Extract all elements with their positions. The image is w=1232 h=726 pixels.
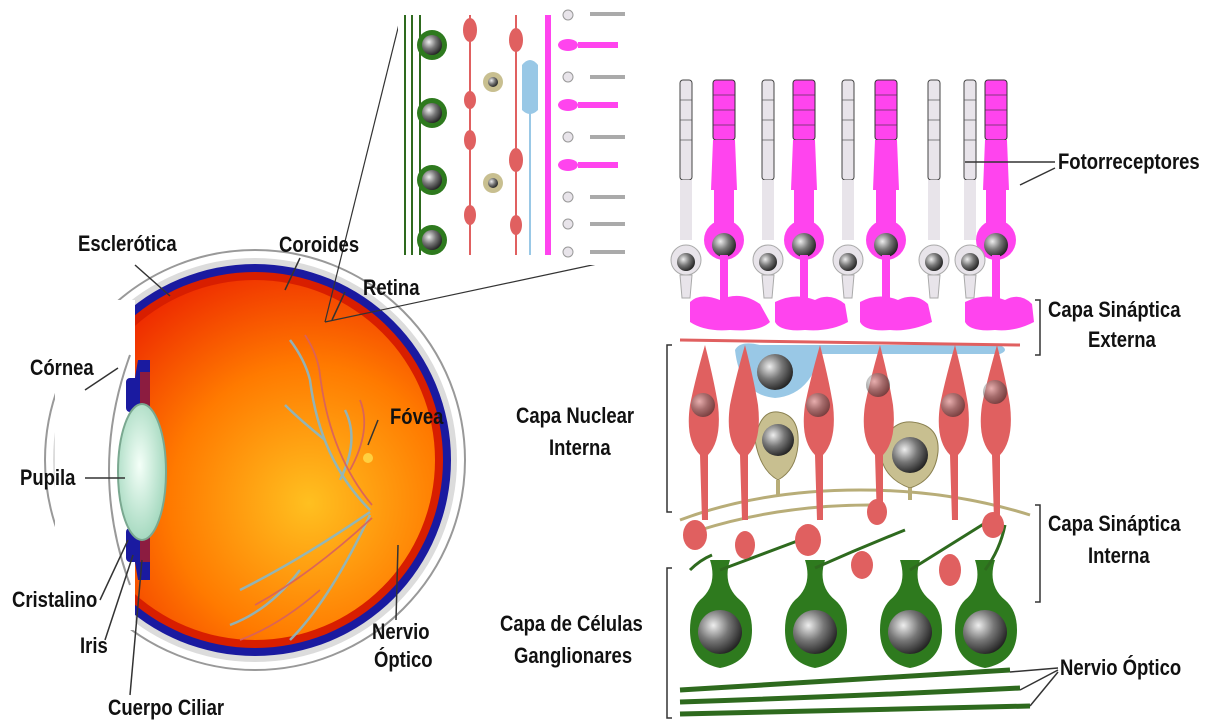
label-nervio-optico-retina: Nervio Óptico: [1060, 656, 1181, 680]
label-capa-nuclear-interna-2: Interna: [549, 436, 611, 460]
label-capa-sinaptica-externa-1: Capa Sináptica: [1048, 298, 1180, 322]
eyeball: [45, 250, 465, 670]
label-capa-sinaptica-externa-2: Externa: [1088, 328, 1156, 352]
lens-shape: [118, 404, 166, 540]
label-capa-ganglionares-1: Capa de Células: [500, 612, 643, 636]
label-coroides: Coroides: [279, 233, 359, 257]
label-capa-sinaptica-interna-2: Interna: [1088, 544, 1150, 568]
label-pupila: Pupila: [20, 466, 75, 490]
label-capa-nuclear-interna-1: Capa Nuclear: [516, 404, 634, 428]
retina-layers: [671, 80, 1034, 714]
label-retina: Retina: [363, 276, 419, 300]
retina-inset: [398, 10, 628, 265]
label-cristalino: Cristalino: [12, 588, 97, 612]
label-cuerpo-ciliar: Cuerpo Ciliar: [108, 696, 224, 720]
label-cornea: Córnea: [30, 356, 94, 380]
label-fotorreceptores: Fotorreceptores: [1058, 150, 1200, 174]
label-esclerotica: Esclerótica: [78, 232, 177, 256]
label-fovea: Fóvea: [390, 405, 443, 429]
label-nervio-optico-eye-2: Óptico: [374, 648, 433, 672]
label-capa-sinaptica-interna-1: Capa Sináptica: [1048, 512, 1180, 536]
label-iris: Iris: [80, 634, 108, 658]
label-nervio-optico-eye-1: Nervio: [372, 620, 430, 644]
label-capa-ganglionares-2: Ganglionares: [514, 644, 632, 668]
